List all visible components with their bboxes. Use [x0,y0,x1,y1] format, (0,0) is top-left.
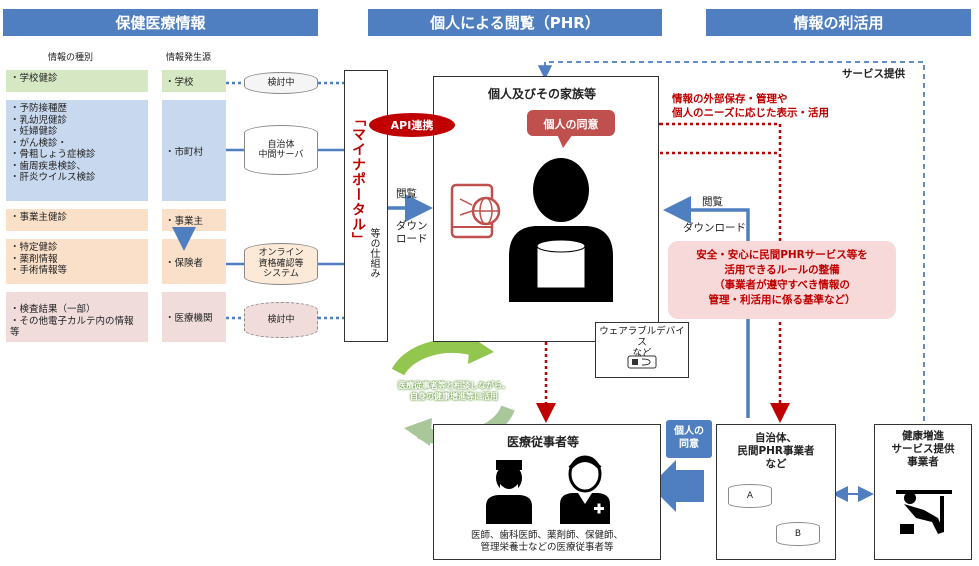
wearable-icon [627,355,657,369]
cycle-bottom-head [404,418,432,446]
source-employer: ・事業主 [162,209,226,231]
portal-box [344,70,388,342]
family-title: 個人及びその家族等 [488,87,597,101]
view-right-label: 閲覧 [702,196,723,208]
source-medical: ・医療機関 [162,292,226,342]
api-oval [369,113,455,137]
exercise-icon [896,490,952,534]
line-api-right [660,122,790,423]
category-school: ・学校健診 [6,70,148,92]
wearable-box [595,322,689,378]
server-school: 検討中 [244,72,318,94]
cycle-text: 医療従事者等と相談しながら、 自身の健康増進等に活用 [398,381,510,401]
server-medical: 検討中 [244,302,318,338]
download-left-label: ダウン ロード [396,220,428,245]
health-service-title: 健康増進 サービス提供 事業者 [891,430,955,468]
medical-staff-title: 医療従事者等 [507,435,580,449]
download-right-label: ダウンロード [683,222,746,234]
portal-name: 「マイナポータル」 [350,112,366,247]
column-info-source: 情報発生源 [166,53,212,63]
medical-staff-box [433,424,661,560]
header-phr: 個人による閲覧（PHR） [368,9,662,36]
rules-box: 安全・安心に民間PHRサービス等を 活用できるルールの整備 （事業者が遵守すべき… [668,241,896,319]
category-insurer: ・特定健診 ・薬剤情報 ・手術情報等 [6,239,148,284]
db-b: B [776,522,820,546]
db-b-label: B [794,528,802,539]
consent-bubble [527,110,615,136]
service-provision-label: サービス提供 [842,68,905,80]
header-health-info: 保健医療情報 [3,9,318,36]
medical-staff-caption: 医師、歯科医師、薬剤師、保健師、 管理栄養士などの医療従事者等 [470,530,623,553]
cycle-top-arrow [391,338,481,376]
view-left-label: 閲覧 [396,188,417,200]
server-insurer: オンライン 資格確認等 システム [244,243,318,285]
db-a-label: A [746,490,754,501]
consent-label: 個人の同意 [543,118,599,131]
api-label: API連携 [390,119,434,132]
category-medical: ・検査結果（一部） ・その他電子カルテ内の情報 等 [6,292,148,342]
consent-bubble-tail [557,134,573,148]
db-a: A [728,484,772,508]
consent2-box: 個人の 同意 [666,420,712,458]
municipal-phr-title: 自治体、 民間PHR事業者 など [737,432,815,470]
line-service-provision [537,61,925,430]
consent-arrow [650,460,704,512]
external-storage-text: 情報の外部保存・管理や 個人のニーズに応じた表示・活用 [672,93,829,119]
wearable-label: ウェアラブルデバイス など [599,326,685,359]
category-employer: ・事業主健診 [6,209,148,231]
server-municipal: 自治体 中間サーバ [244,125,318,175]
nurse-icon [560,455,610,524]
source-municipal: ・市町村 [162,100,226,201]
person-icon [509,158,613,302]
doctor-icon [486,460,532,524]
source-school: ・学校 [162,70,226,92]
header-utilization: 情報の利活用 [706,9,971,36]
device-icon [450,183,501,239]
column-info-type: 情報の種別 [48,53,94,63]
category-municipal: ・予防接種歴 ・乳幼児健診 ・妊婦健診 ・がん検診・ ・骨粗しょう症検診 ・歯周… [6,100,148,201]
arrow-phr-family [663,196,750,418]
portal-suffix: 等の仕組み [368,228,379,278]
cycle-top-head [468,336,494,364]
